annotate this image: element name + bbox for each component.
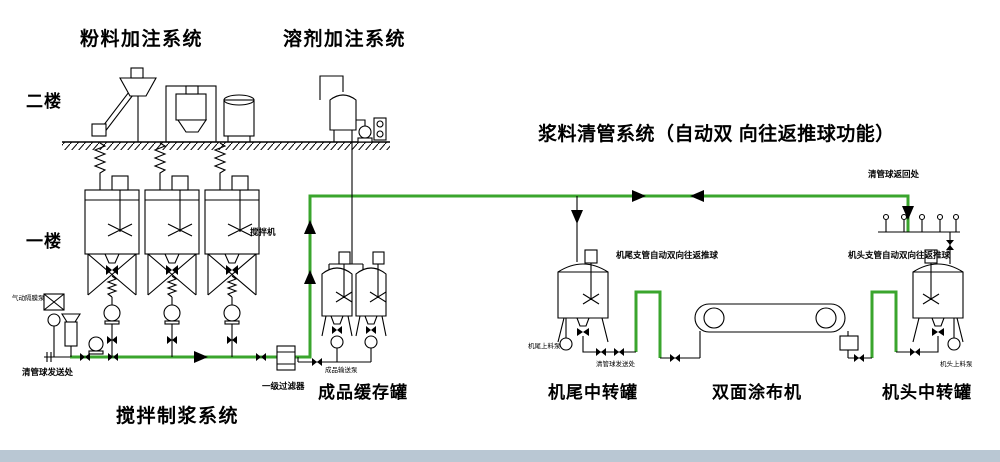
label-head-transfer-tank: 机头中转罐	[882, 382, 972, 402]
arrow-down-head	[902, 206, 914, 220]
powder-system-equipment	[91, 67, 255, 143]
label-floor-2: 二楼	[26, 91, 62, 111]
annotation-diaphragm-pump: 气动隔膜泵	[12, 293, 45, 302]
arrow-down-tail	[571, 210, 583, 224]
tail-transfer-tank-assembly	[557, 249, 636, 356]
annotation-tail-branch: 机尾支管自动双向往返推球	[616, 250, 719, 260]
title-pigging-system: 浆料清管系统（自动双 向往返推球功能）	[538, 122, 895, 145]
head-branch-pipe	[870, 290, 898, 358]
annotation-ball-send: 清管球发送处	[22, 367, 74, 377]
arrow-up-riser-2	[304, 220, 316, 234]
title-powder-system: 粉料加注系统	[80, 27, 203, 50]
mixer-unit-3	[204, 142, 260, 358]
arrow-up-riser-1	[304, 270, 316, 284]
annotation-mixer: 搅拌机	[250, 227, 276, 237]
arrow-left-top	[690, 190, 704, 202]
head-transfer-tank-assembly	[896, 249, 964, 356]
tail-branch-pipe	[634, 290, 662, 358]
mixer-unit-1	[84, 142, 140, 358]
annotation-tail-pump: 机尾上料泵	[528, 341, 561, 350]
bottom-window-bar	[0, 450, 1000, 462]
label-buffer-tank: 成品缓存罐	[318, 382, 408, 402]
mixer-unit-2	[144, 142, 200, 358]
arrow-right-top	[632, 190, 646, 202]
buffer-tanks	[312, 251, 387, 366]
annotation-head-branch: 机头支管自动双向往返推球	[848, 250, 951, 260]
label-coater: 双面涂布机	[712, 382, 802, 402]
annotation-ball-return: 清管球返回处	[868, 169, 920, 179]
coater-machine	[670, 303, 864, 362]
filter-unit	[256, 345, 296, 371]
annotation-tail-ball-send: 清管球发送处	[596, 359, 636, 368]
annotation-filter: 一级过滤器	[262, 381, 305, 391]
annotation-head-pump: 机头上料泵	[940, 359, 973, 368]
ball-launch-station	[43, 293, 118, 361]
ball-return-station	[878, 213, 960, 264]
annotation-product-pump: 成品输送泵	[325, 365, 358, 374]
flow-arrows	[194, 190, 914, 363]
arrow-right-header	[194, 351, 208, 363]
label-floor-1: 一楼	[26, 231, 62, 251]
title-solvent-system: 溶剂加注系统	[283, 27, 406, 50]
solvent-system-equipment	[319, 75, 387, 143]
label-mixing-system: 搅拌制浆系统	[116, 404, 239, 427]
label-tail-transfer-tank: 机尾中转罐	[548, 382, 638, 402]
